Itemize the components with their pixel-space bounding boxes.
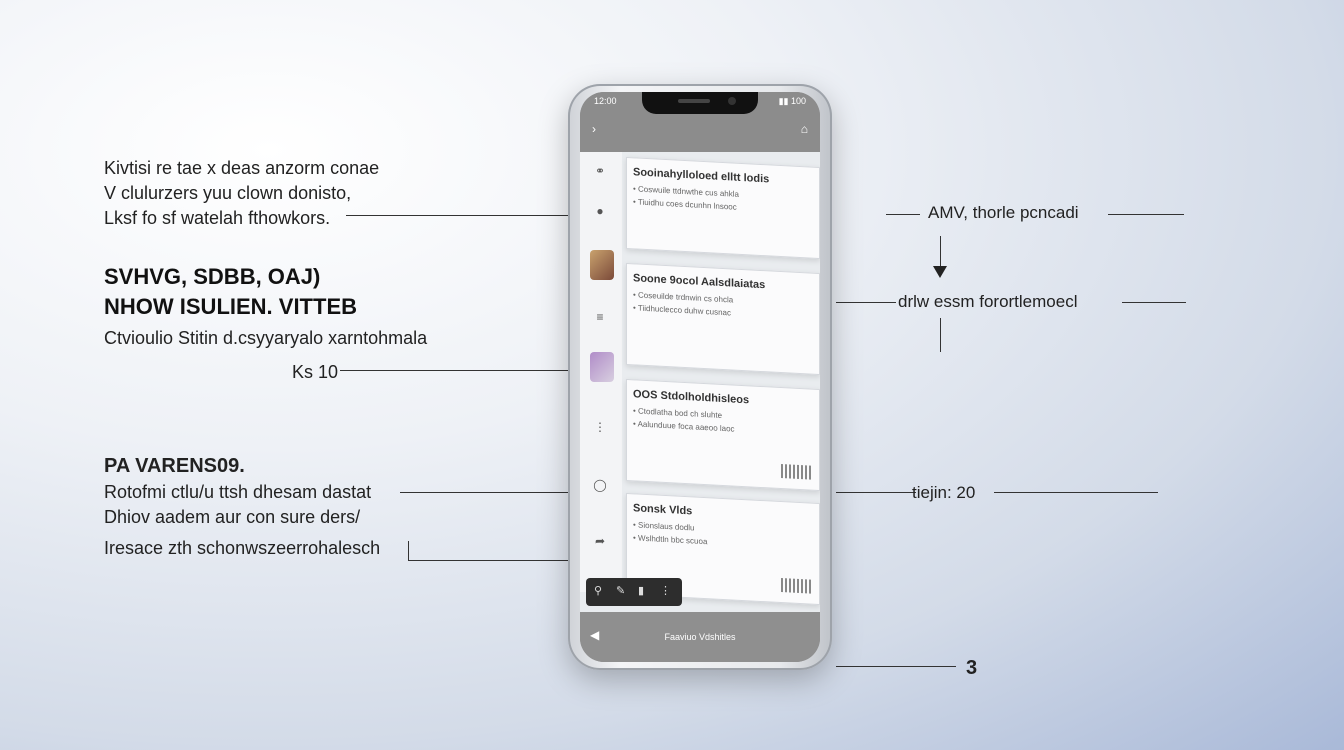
barcode-graphic	[781, 464, 811, 480]
back-arrow-icon[interactable]: ◀	[590, 628, 600, 642]
leader-line	[886, 214, 920, 215]
annotation-mid-left: SVHVG, SDBB, OAJ) NHOW ISULIEN. VITTEB C…	[104, 262, 427, 351]
list-item[interactable]: Sooinahylloloed elltt lodis • Coswuile t…	[626, 156, 820, 260]
list-item[interactable]: OOS Stdolholdhisleos • Ctodlatha bod ch …	[626, 378, 820, 492]
barcode-graphic	[781, 578, 811, 594]
leader-line	[408, 541, 409, 560]
annotation-value: Ks 10	[292, 362, 339, 382]
annotation-text: Kivtisi re tae x deas anzorm conae	[104, 158, 380, 178]
camera-icon	[728, 97, 736, 105]
footer-label: Faaviuo Vdshitles	[664, 632, 736, 642]
annotation-right-mid: drlw essm forortlemoecl	[898, 292, 1078, 311]
side-rail: ⚭ ● ≡ ⋮ ◯ ➦	[580, 152, 622, 592]
phone-screen: › ⌂ 12:00 ▮▮ 100 ⚭ ● ≡ ⋮ ◯ ➦ Sooinahyllo…	[580, 92, 820, 662]
leader-line	[836, 666, 956, 667]
annotation-text: Dhiov aadem aur con sure ders/	[104, 507, 361, 527]
floating-toolbar: ⚲ ✎ ▮ ⋮	[586, 578, 682, 606]
leader-line	[340, 370, 598, 371]
person-icon[interactable]: ⌂	[800, 122, 808, 136]
annotation-title: NHOW ISULIEN. VITTEB	[104, 294, 357, 319]
filter-icon[interactable]: ⋮	[594, 420, 606, 434]
annotation-title: SVHVG, SDBB, OAJ)	[104, 264, 321, 289]
notch	[642, 92, 758, 114]
menu-icon[interactable]: ⚭	[594, 164, 606, 178]
thumbnail-image[interactable]	[590, 352, 614, 382]
bookmark-icon[interactable]: ▮	[638, 585, 645, 597]
list-icon[interactable]: ≡	[596, 310, 604, 324]
arrow-down-icon	[933, 266, 947, 278]
leader-line	[836, 492, 916, 493]
chat-icon[interactable]: ●	[596, 204, 604, 218]
status-indicators: ▮▮ 100	[778, 96, 806, 106]
annotation-bottom-right: 3	[966, 657, 978, 679]
avatar[interactable]	[590, 250, 614, 280]
edit-icon[interactable]: ✎	[616, 585, 626, 597]
annotation-text: Iresace zth schonwszeerrohalesch	[104, 538, 381, 558]
leader-line	[940, 318, 941, 352]
arrow-line	[940, 236, 941, 268]
comment-icon[interactable]: ◯	[593, 478, 607, 492]
speaker	[678, 99, 710, 103]
leader-line	[400, 492, 598, 493]
annotation-text: Lksf fo sf watelah fthowkors.	[104, 208, 331, 228]
annotation-text: Rotofmi ctlu/u ttsh dhesam dastat	[104, 482, 372, 502]
list-item[interactable]: Soone 9ocol Aalsdlaiatas • Coseuilde trd…	[626, 262, 820, 376]
annotation-low-left: PA VARENS09. Rotofmi ctlu/u ttsh dhesam …	[104, 452, 380, 561]
leader-line	[346, 215, 598, 216]
back-icon[interactable]: ›	[592, 122, 596, 136]
leader-line	[994, 492, 1158, 493]
leader-line	[408, 560, 598, 561]
annotation-top-left: Kivtisi re tae x deas anzorm conae V clu…	[104, 156, 379, 231]
phone-device: › ⌂ 12:00 ▮▮ 100 ⚭ ● ≡ ⋮ ◯ ➦ Sooinahyllo…	[568, 84, 832, 670]
annotation-right-top: AMV, thorle pcncadi	[928, 203, 1079, 222]
annotation-text: V clulurzers yuu clown donisto,	[104, 183, 352, 203]
search-icon[interactable]: ⚲	[594, 585, 603, 597]
annotation-right-low: tiejin: 20	[912, 483, 976, 502]
annotation-text: Ctvioulio Stitin d.csyyaryalo xarntohmal…	[104, 328, 428, 348]
leader-line	[836, 302, 896, 303]
share-icon[interactable]: ➦	[594, 534, 606, 548]
leader-line	[1108, 214, 1184, 215]
leader-line	[1122, 302, 1186, 303]
status-time: 12:00	[594, 96, 617, 106]
app-footer: ◀ Faaviuo Vdshitles	[580, 612, 820, 662]
annotation-title: PA VARENS09.	[104, 455, 245, 477]
more-icon[interactable]: ⋮	[660, 585, 671, 597]
